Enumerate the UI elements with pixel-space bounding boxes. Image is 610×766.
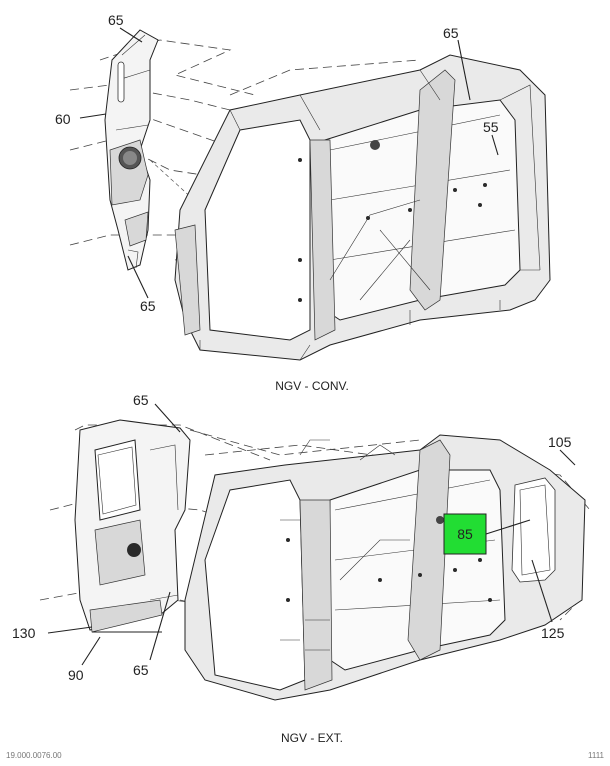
bottom-callout-highlight[interactable]: 85 bbox=[457, 526, 473, 542]
top-view-caption: NGV - CONV. bbox=[275, 379, 349, 393]
top-side-panel bbox=[104, 29, 159, 271]
highlight-box-85[interactable] bbox=[443, 513, 487, 555]
top-callout-roof-right: 65 bbox=[443, 25, 459, 41]
bottom-callout-panel-bottom: 65 bbox=[133, 662, 149, 678]
footer-drawing-number: 19.000.0076.00 bbox=[6, 751, 62, 760]
bottom-callout-roof-right: 105 bbox=[548, 434, 572, 450]
top-callout-panel-left: 60 bbox=[55, 111, 71, 127]
bottom-view: 85 65 105 125 130 90 65 NGV - EXT. bbox=[12, 392, 591, 745]
top-callout-panel-bottom: 65 bbox=[140, 298, 156, 314]
footer-right-code: 1111 bbox=[588, 751, 605, 760]
bottom-callout-window: 125 bbox=[541, 625, 565, 641]
bottom-callout-base-bottom: 90 bbox=[68, 667, 84, 683]
bottom-callout-base-left: 130 bbox=[12, 625, 36, 641]
bottom-leader-lines bbox=[47, 403, 576, 666]
top-cab-frame bbox=[174, 54, 551, 361]
top-callout-rear-inner: 55 bbox=[483, 119, 499, 135]
top-callout-panel-top: 65 bbox=[108, 12, 124, 28]
top-view: 65 60 65 65 55 NGV - CONV. bbox=[55, 12, 551, 393]
top-leader-lines bbox=[79, 27, 499, 299]
bottom-side-panel bbox=[74, 419, 191, 633]
bottom-callout-panel-top: 65 bbox=[133, 392, 149, 408]
bottom-view-caption: NGV - EXT. bbox=[281, 731, 343, 745]
bottom-cab-frame bbox=[184, 434, 586, 701]
